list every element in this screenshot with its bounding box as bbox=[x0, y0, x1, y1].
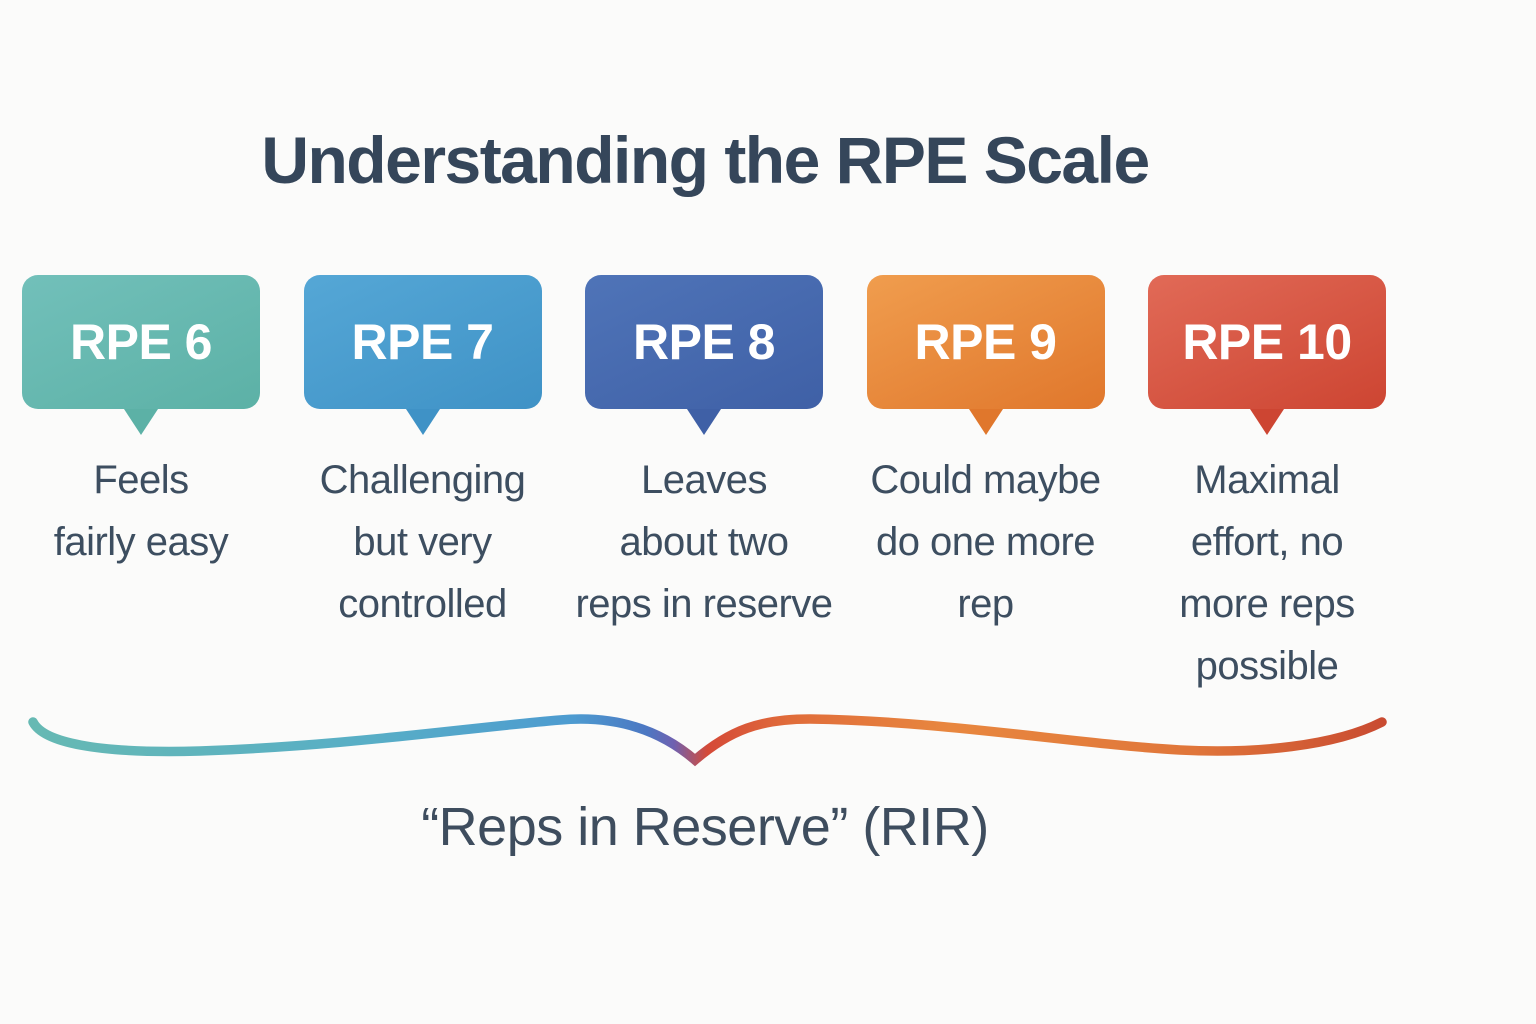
rir-brace-curve bbox=[28, 714, 1387, 767]
rpe-column-6: RPE 6 Feels fairly easy bbox=[4, 275, 278, 697]
rpe-10-pointer-tail bbox=[1250, 409, 1284, 435]
rpe-8-label: RPE 8 bbox=[632, 314, 776, 370]
rpe-10-badge: RPE 10 bbox=[1148, 275, 1386, 409]
rpe-6-badge: RPE 6 bbox=[22, 275, 260, 409]
rpe-9-pointer-tail bbox=[968, 409, 1003, 435]
rpe-column-9: RPE 9 Could maybe do one more rep bbox=[849, 275, 1123, 697]
rpe-8-badge: RPE 8 bbox=[585, 275, 823, 409]
rpe-7-pointer-tail bbox=[405, 409, 440, 435]
rpe-8-pointer-tail bbox=[687, 409, 721, 435]
rpe-10-description: Maximal effort, no more reps possible bbox=[1179, 458, 1355, 688]
rpe-7-description: Challenging but very controlled bbox=[319, 458, 526, 626]
rpe-9-badge: RPE 9 bbox=[866, 275, 1105, 409]
rpe-9-description: Could maybe do one more rep bbox=[870, 458, 1101, 626]
rpe-10-label: RPE 10 bbox=[1182, 314, 1352, 370]
rpe-7-label: RPE 7 bbox=[351, 314, 494, 370]
rpe-9-label: RPE 9 bbox=[914, 314, 1057, 370]
rpe-6-pointer-tail bbox=[124, 409, 158, 435]
rpe-column-8: RPE 8 Leaves about two reps in reserve bbox=[567, 275, 841, 697]
rir-caption: “Reps in Reserve” (RIR) bbox=[421, 797, 989, 857]
rpe-column-10: RPE 10 Maximal effort, no more reps poss… bbox=[1130, 275, 1404, 697]
rpe-8-description: Leaves about two reps in reserve bbox=[575, 458, 833, 626]
rpe-scale-row: RPE 6 Feels fairly easy RPE 7 Challengin… bbox=[4, 275, 1404, 697]
rpe-6-label: RPE 6 bbox=[69, 314, 213, 370]
rpe-6-description: Feels fairly easy bbox=[53, 458, 229, 564]
rpe-7-badge: RPE 7 bbox=[303, 275, 542, 409]
page-title: Understanding the RPE Scale bbox=[261, 123, 1150, 197]
rpe-column-7: RPE 7 Challenging but very controlled bbox=[286, 275, 560, 697]
